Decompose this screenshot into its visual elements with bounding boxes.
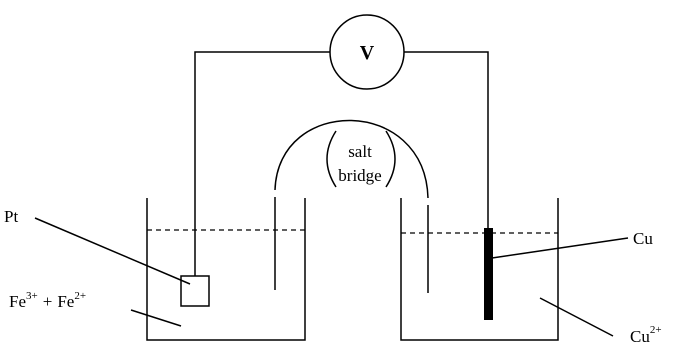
cu2-base: Cu: [630, 327, 650, 346]
fe-solution-pointer-line: [130, 309, 182, 327]
cu-electrode: [484, 228, 493, 320]
plus-sign: +: [43, 292, 53, 311]
voltmeter-circle: [329, 14, 405, 90]
pt-label: Pt: [4, 207, 18, 226]
cu-solution-pointer-line: [539, 297, 614, 337]
wire-right: [404, 51, 489, 230]
fe3-charge: 3+: [26, 290, 38, 302]
fe3-base: Fe: [9, 292, 26, 311]
cu2-charge: 2+: [650, 324, 662, 336]
pt-electrode: [180, 275, 210, 307]
salt-bridge-label-line1: salt: [348, 142, 372, 161]
fe2-base: Fe: [57, 292, 74, 311]
salt-bridge-label-left-paren: [326, 130, 337, 188]
right-solution-label: Cu2+: [630, 324, 662, 346]
salt-bridge: salt bridge: [274, 119, 429, 293]
wire-left: [194, 51, 330, 293]
cu-pointer-line: [491, 237, 629, 259]
voltmeter: V: [329, 14, 405, 90]
left-solution-label: Fe3++Fe2+: [9, 290, 86, 311]
fe2-charge: 2+: [74, 290, 86, 302]
salt-bridge-label-line2: bridge: [338, 166, 381, 185]
cu-label: Cu: [633, 229, 653, 248]
salt-bridge-label-right-paren: [385, 130, 396, 188]
salt-bridge-arc: [274, 119, 429, 199]
right-beaker: [400, 198, 559, 341]
left-beaker: [146, 198, 306, 341]
voltmeter-symbol: V: [360, 42, 375, 64]
pt-pointer-line: [34, 217, 191, 285]
